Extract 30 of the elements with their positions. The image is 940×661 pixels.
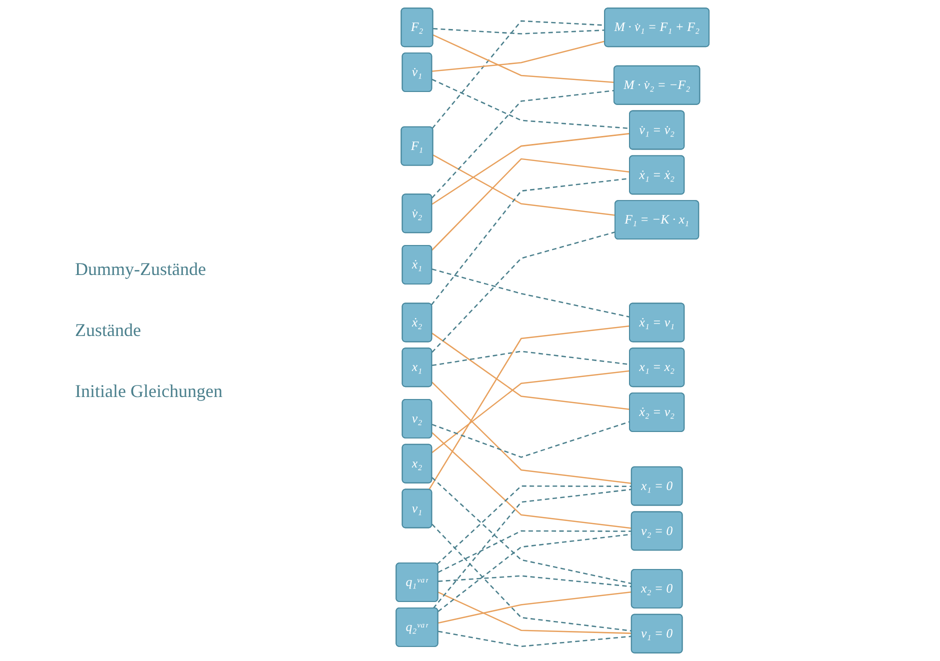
connector — [438, 592, 632, 634]
connector — [432, 382, 632, 484]
connector — [438, 591, 632, 624]
connector — [433, 154, 616, 216]
connector — [438, 530, 632, 573]
connector — [438, 630, 632, 648]
connector — [433, 28, 606, 34]
connector — [432, 524, 632, 632]
connector — [438, 575, 632, 588]
group-label: Initiale Gleichungen — [75, 381, 224, 402]
connector — [432, 40, 606, 72]
connector — [432, 332, 630, 410]
connector — [428, 325, 630, 490]
connector — [432, 90, 615, 198]
connector — [432, 421, 630, 458]
connector — [432, 158, 630, 251]
connector — [433, 488, 632, 609]
connector — [433, 34, 615, 84]
connector — [432, 20, 606, 129]
group-label: Dummy-Zustände — [75, 259, 207, 280]
connector — [432, 432, 632, 529]
connector — [432, 370, 630, 454]
connector — [432, 78, 630, 130]
connector — [432, 477, 632, 584]
connector — [432, 132, 630, 205]
connector — [432, 268, 630, 318]
connector — [432, 231, 616, 353]
connector — [437, 485, 632, 565]
connector — [438, 534, 632, 612]
group-label: Zustände — [75, 320, 142, 341]
